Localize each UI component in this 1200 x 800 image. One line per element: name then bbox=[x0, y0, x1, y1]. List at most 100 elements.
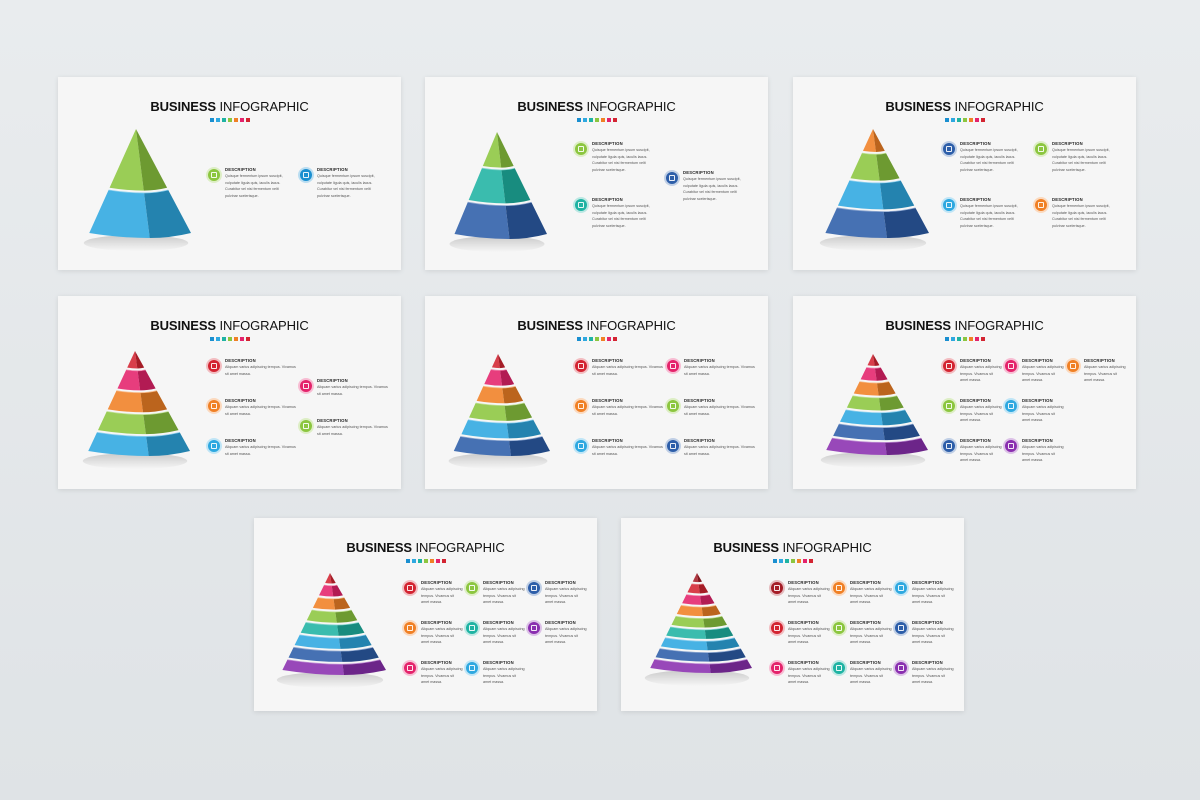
pyramid-layer-1 bbox=[867, 354, 880, 366]
icon-glyph bbox=[303, 383, 309, 389]
globe-icon bbox=[895, 582, 907, 594]
color-swatch bbox=[600, 337, 605, 341]
description-line: Aliquam varius adipiscing tempus. Vivamu… bbox=[592, 405, 663, 409]
pyramid-graphic bbox=[83, 129, 191, 251]
slide-title-rest: INFOGRAPHIC bbox=[411, 540, 505, 555]
description-line: Aliquam varius adipiscing tempus. Vivamu… bbox=[592, 365, 663, 369]
description-title: DESCRIPTION bbox=[317, 167, 348, 172]
pyramid-layer-1 bbox=[862, 129, 885, 152]
color-swatch bbox=[429, 559, 434, 563]
color-swatch bbox=[956, 337, 961, 341]
color-swatch bbox=[950, 337, 955, 341]
description-line: vulputate ligula quis, iaculis lacus. bbox=[317, 180, 373, 185]
description-line: Aliquam varius adipiscing bbox=[421, 587, 463, 591]
color-swatch bbox=[582, 337, 587, 341]
color-swatch bbox=[974, 337, 979, 341]
description-line: Quisque fermentum ipsum suscipit, bbox=[317, 174, 375, 178]
star-icon bbox=[833, 582, 845, 594]
icon-glyph bbox=[774, 585, 780, 591]
chat-icon bbox=[466, 582, 478, 594]
pyramid-layer-1 bbox=[325, 573, 336, 584]
color-swatch bbox=[944, 118, 949, 122]
icon-glyph bbox=[469, 665, 475, 671]
pyramid-layer-6 bbox=[833, 423, 920, 441]
description-title: DESCRIPTION bbox=[545, 620, 576, 625]
home-icon bbox=[943, 143, 955, 155]
description-title: DESCRIPTION bbox=[225, 167, 256, 172]
description-title: DESCRIPTION bbox=[317, 378, 348, 383]
slide-7[interactable]: BUSINESS INFOGRAPHIC DESCRIPTION Aliquam v… bbox=[254, 518, 597, 711]
pyramid-layer-4 bbox=[825, 207, 929, 238]
icon-glyph bbox=[836, 665, 842, 671]
description-title: DESCRIPTION bbox=[592, 141, 623, 146]
slide-8[interactable]: BUSINESS INFOGRAPHIC DESCRIPTION Aliquam v… bbox=[621, 518, 964, 711]
icon-glyph bbox=[946, 146, 952, 152]
description-line: Quisque fermentum ipsum suscipit, bbox=[960, 204, 1018, 208]
description-line: Curabitur vel nisi fermentum velit bbox=[960, 161, 1014, 166]
icon-glyph bbox=[578, 363, 584, 369]
chat-icon bbox=[300, 420, 312, 432]
description-line: sit amet massa. bbox=[225, 411, 251, 416]
color-swatch bbox=[790, 559, 795, 563]
color-swatch bbox=[950, 118, 955, 122]
description-text: Aliquam varius adipiscing tempus. Vivamu… bbox=[592, 444, 663, 457]
pyramid-layer-5 bbox=[88, 431, 190, 456]
description-line: pulvinar scelerisque. bbox=[683, 196, 717, 201]
description-text: Quisque fermentum ipsum suscipit,vulputa… bbox=[592, 203, 650, 229]
description-line: tempus. Vivamus sit bbox=[960, 451, 993, 456]
description-text: Aliquam varius adipiscing tempus. Vivamu… bbox=[225, 404, 296, 417]
color-swatch bbox=[784, 559, 789, 563]
description-line: sit amet massa. bbox=[684, 451, 710, 456]
color-swatch-row bbox=[254, 559, 597, 563]
icon-glyph bbox=[531, 585, 537, 591]
description-line: sit amet massa. bbox=[317, 431, 343, 436]
icon-glyph bbox=[1038, 146, 1044, 152]
icon-glyph bbox=[836, 585, 842, 591]
color-swatch-row bbox=[58, 337, 401, 341]
slide-title-bold: BUSINESS bbox=[713, 540, 779, 555]
description-line: tempus. Vivamus sit bbox=[788, 673, 821, 678]
description-text: Quisque fermentum ipsum suscipit,vulputa… bbox=[225, 173, 283, 199]
chart-icon bbox=[528, 622, 540, 634]
icon-glyph bbox=[946, 403, 952, 409]
pyramid-layer-3 bbox=[107, 390, 168, 413]
color-swatch bbox=[956, 118, 961, 122]
description-title: DESCRIPTION bbox=[1022, 358, 1053, 363]
pyramid-reflection bbox=[819, 235, 927, 251]
slide-title: BUSINESS INFOGRAPHIC bbox=[254, 541, 597, 554]
color-swatch bbox=[980, 118, 985, 122]
description-line: tempus. Vivamus sit bbox=[788, 633, 821, 638]
description-line: pulvinar scelerisque. bbox=[225, 193, 259, 198]
color-swatch bbox=[974, 118, 979, 122]
description-title: DESCRIPTION bbox=[683, 170, 714, 175]
color-swatch bbox=[215, 337, 220, 341]
pyramid-layer-3 bbox=[454, 201, 547, 239]
chat-icon bbox=[1035, 143, 1047, 155]
description-line: tempus. Vivamus sit bbox=[483, 673, 516, 678]
color-swatch bbox=[435, 559, 440, 563]
icon-glyph bbox=[774, 625, 780, 631]
description-title: DESCRIPTION bbox=[850, 620, 881, 625]
description-text: Quisque fermentum ipsum suscipit,vulputa… bbox=[683, 176, 741, 202]
description-text: Quisque fermentum ipsum suscipit,vulputa… bbox=[592, 147, 650, 173]
pyramid-graphic bbox=[448, 354, 550, 469]
description-line: tempus. Vivamus sit bbox=[850, 633, 883, 638]
description-text: Quisque fermentum ipsum suscipit,vulputa… bbox=[1052, 203, 1110, 229]
color-swatch-row bbox=[621, 559, 964, 563]
chart-icon bbox=[300, 169, 312, 181]
description-text: Aliquam varius adipiscing tempus. Vivamu… bbox=[225, 364, 296, 377]
slide-title-rest: INFOGRAPHIC bbox=[778, 540, 872, 555]
description-line: Aliquam varius adipiscing bbox=[1022, 365, 1064, 369]
color-swatch bbox=[423, 559, 428, 563]
description-title: DESCRIPTION bbox=[1052, 197, 1083, 202]
